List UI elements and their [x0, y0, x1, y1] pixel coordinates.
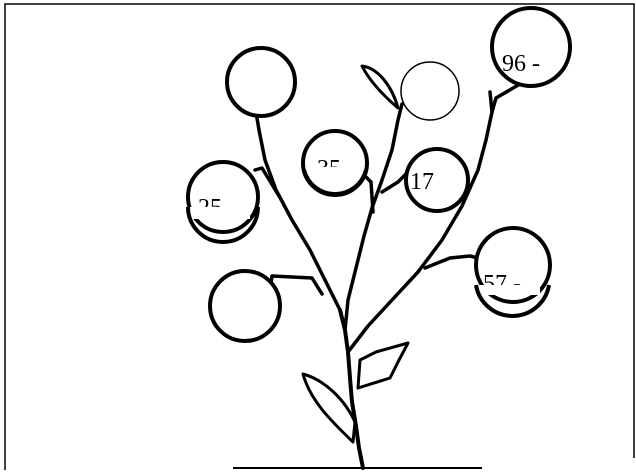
leaf-top — [360, 64, 400, 110]
branch-right — [346, 82, 522, 354]
fruit-top-small — [400, 61, 460, 121]
label-clip-mask — [480, 285, 540, 295]
fruit-mid-center-outline-repair — [302, 169, 368, 197]
leaf-lower-right — [356, 341, 410, 390]
leaf-lower-left — [301, 372, 357, 444]
fruit-label: 96 - — [502, 51, 540, 77]
fruit-top-left — [225, 46, 297, 118]
fruit-top-right: 96 - — [490, 6, 572, 88]
label-clip-mask — [190, 207, 250, 219]
fruit-left-mid: 25 — [186, 160, 260, 234]
frame-border — [4, 3, 635, 470]
fruit-left-low — [208, 269, 282, 343]
fruit-mid-right: 17 — [404, 147, 470, 213]
fruit-left-mid-outline-repair — [186, 206, 260, 244]
fruit-right-low-outline-repair — [474, 284, 551, 318]
tree-trunk — [338, 308, 365, 470]
label-clip-mask — [310, 167, 362, 181]
branch-center — [343, 102, 408, 332]
branch-left-upper — [253, 110, 342, 312]
fruit-label: 17 — [410, 169, 434, 195]
